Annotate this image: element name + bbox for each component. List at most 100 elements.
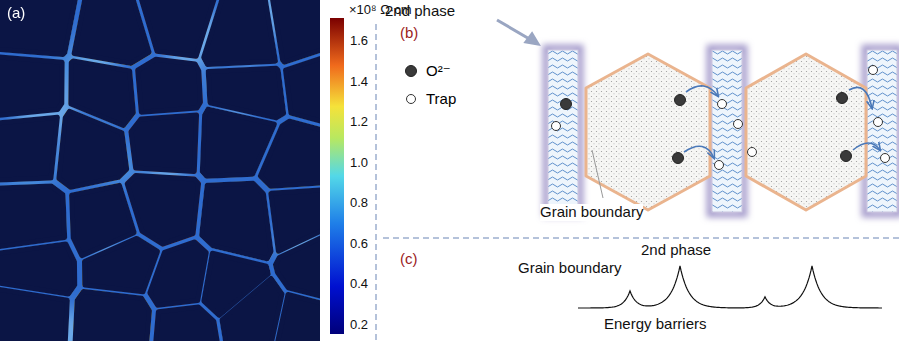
oxygen-ion [675,95,686,106]
grain [75,291,150,341]
grain [286,56,320,123]
divider [383,238,899,239]
tick-label: 1.4 [350,75,368,89]
axis-label: Energy barriers [604,316,707,333]
second-phase [548,50,578,212]
tick-label: 1.2 [350,115,368,129]
grain [202,183,271,258]
boundary-rim [285,55,320,123]
grain [0,186,65,247]
grain [150,242,206,305]
boundary-rim [149,241,207,306]
boundary-rim [137,59,201,113]
trap [869,66,878,75]
hop-arrow [849,87,872,108]
grain [138,59,201,112]
grain [0,57,62,116]
second-phase [867,50,897,212]
panel-label: (c) [400,251,418,268]
leader-line [592,150,603,198]
grain-hexagon [746,54,866,210]
grain [0,244,75,294]
phase-glow [865,48,899,214]
grain [222,278,282,341]
boundary-rim [74,291,150,341]
legend-symbol [404,64,418,78]
tick-label: 0.6 [350,237,368,251]
trap [734,120,743,129]
panel-label: (a) [7,5,25,22]
boundary-rim [203,0,276,65]
grain [272,0,320,62]
grain [276,235,320,298]
trap [718,100,727,109]
phase-glow [710,48,744,214]
boundary-rim [201,183,272,260]
hop-arrow [853,143,880,150]
boundary-rim [260,120,320,187]
phase-label: 2nd phase [385,3,455,20]
boundary-rim [155,307,220,341]
oxygen-ion [561,99,572,110]
boundary-rim [58,110,127,188]
trap [748,148,757,157]
panel-label: (b) [400,25,418,42]
grain [0,0,76,55]
grain [74,0,149,63]
trap [881,154,890,163]
tick-label: 0.2 [350,318,368,332]
tick-label: 1.0 [350,156,368,170]
trap [715,161,724,170]
grain [155,307,218,341]
boundary-rim [0,56,63,116]
boundary-rim [130,114,197,172]
legend-item: Trap [404,90,456,107]
boundary-rim [0,288,68,341]
grain [127,176,198,245]
boundary-rim [0,185,65,248]
tick-label: 0.8 [350,196,368,210]
boundary-rim [221,277,282,341]
trap [874,118,883,127]
second-phase [712,50,742,212]
grain [0,117,57,180]
oxygen-ion [841,151,852,162]
phase-glow [546,48,580,214]
oxygen-ion [673,153,684,164]
grain [85,238,158,291]
boundary-label: Grain boundary [540,204,643,221]
boundary-rim [0,116,58,181]
boundary-rim [0,0,77,55]
oxygen-ion [837,93,848,104]
divider [376,24,377,341]
boundary-rim [73,0,150,64]
grain-hexagon [586,54,710,210]
energy-barrier-curve [578,266,882,308]
boundary-rim [0,243,76,294]
colorbar [330,18,344,334]
boundary-rim [275,234,320,298]
legend-text: O²⁻ [426,62,451,80]
tick-label: 1.6 [350,34,368,48]
tick-label: 0.4 [350,277,368,291]
legend-symbol [404,92,418,106]
hop-arrow [686,86,718,96]
legend-item: O²⁻ [404,62,451,80]
pointer-arrow [497,20,538,44]
boundary-rim [126,175,199,245]
grain [0,289,67,341]
boundary-rim [271,0,320,63]
hop-arrow [684,146,714,158]
boundary-rim [276,294,320,341]
grain [260,121,320,186]
phase-label: 2nd phase [641,242,711,259]
grain [59,111,127,187]
trap [552,122,561,131]
grain [131,115,197,171]
boundary-rim [84,238,159,293]
grain [204,0,276,65]
grain [276,295,320,341]
boundary-label: Grain boundary [518,260,621,277]
legend-text: Trap [426,90,456,107]
